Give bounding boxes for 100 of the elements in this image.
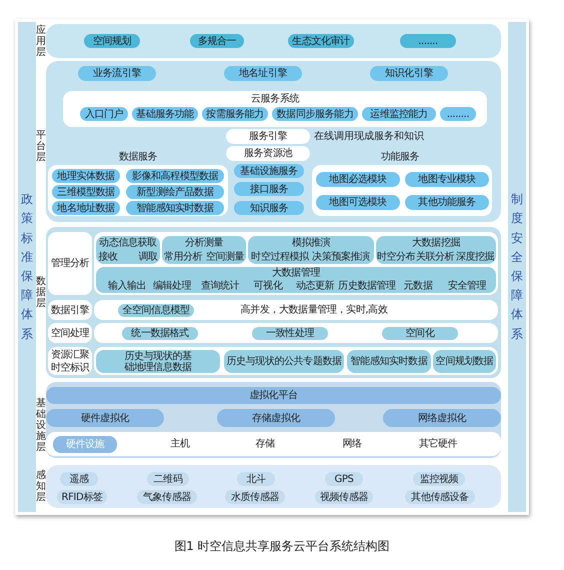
layer-panel — [46, 61, 501, 222]
item-pill: 影像和高程模型数据 — [126, 169, 224, 183]
item-pill: 历史与现状的公共专题数据 — [224, 350, 344, 373]
item-pill: 历史与现状的基础地理信息数据 — [96, 350, 220, 373]
item-text: 动态更新 — [296, 280, 334, 292]
item-pill: 知识服务 — [234, 201, 304, 215]
item-pill: 按需服务能力 — [202, 107, 268, 121]
item-pill: 统一数据格式 — [122, 327, 198, 340]
item-text: 关联分析 — [416, 252, 454, 262]
category-block — [376, 236, 496, 264]
item-pill: 全空间信息模型 — [118, 304, 194, 317]
group-panel — [94, 323, 498, 343]
item-text: 时空标识 — [50, 362, 90, 374]
layer-panel — [46, 465, 501, 508]
heading-text: 动态信息获取 — [99, 238, 157, 248]
heading-text: 模拟推演 — [292, 238, 330, 248]
layer-label: 感知层 — [36, 470, 46, 502]
item-text: 其它硬件 — [418, 438, 458, 450]
layer-panel — [46, 382, 501, 458]
item-pill: 多规合一 — [190, 34, 244, 48]
item-pill: 数据同步服务能力 — [272, 107, 358, 121]
item-pill: 服务引擎 — [226, 129, 310, 144]
heading-text: 大数据挖掘 — [412, 238, 460, 248]
item-text: 编辑处理 — [152, 280, 192, 292]
item-pill: 空间化 — [382, 327, 458, 340]
row-header: 空间处理 — [48, 323, 92, 343]
item-pill: 入口门户 — [80, 107, 128, 121]
item-text: 查询统计 — [200, 280, 240, 292]
item-pill: 地图必选模块 — [316, 172, 400, 187]
item-pill: 气象传感器 — [137, 490, 197, 504]
item-pill: 视频传感器 — [315, 490, 373, 504]
item-text: 深度挖掘 — [456, 252, 494, 262]
item-pill: 硬件设施 — [53, 436, 117, 453]
item-pill: 遥感 — [60, 472, 98, 486]
heading-text: 分析测量 — [184, 238, 224, 248]
row-header: 数据引擎 — [48, 300, 92, 320]
item-text: 历史数据管理 — [338, 280, 396, 292]
group-panel — [94, 232, 498, 295]
item-text: 元数据 — [404, 280, 432, 292]
row-header — [48, 347, 92, 375]
item-text: 空间测量 — [206, 252, 244, 262]
group-panel — [46, 432, 501, 456]
item-pill: 接口服务 — [234, 182, 304, 196]
layer-panel — [46, 24, 501, 58]
category-block — [96, 236, 160, 264]
item-pill: 其他功能服务 — [405, 195, 489, 210]
group-panel — [94, 300, 498, 320]
item-pill: ........ — [440, 107, 476, 121]
category-block — [96, 267, 496, 293]
item-pill: 地理实体数据 — [52, 169, 120, 183]
layer-panel — [46, 227, 501, 378]
item-text: 网络 — [342, 438, 362, 450]
category-block — [248, 236, 374, 264]
item-pill: 空间规划数据 — [433, 350, 496, 373]
item-text: 可视化 — [254, 280, 282, 292]
item-pill: 智能感知实时数据 — [126, 201, 224, 215]
item-pill: 一致性处理 — [252, 327, 328, 340]
item-pill: 新型测绘产品数据 — [126, 185, 224, 199]
item-pill: 服务资源池 — [226, 146, 310, 161]
item-pill: 地图可选模块 — [316, 195, 400, 210]
item-text: 常用分析 — [164, 252, 202, 262]
item-pill: 监控视频 — [413, 472, 465, 486]
item-pill: ....... — [400, 34, 456, 48]
item-pill: 业务流引擎 — [78, 66, 156, 81]
note-text: 在线调用现成服务和知识 — [314, 131, 424, 143]
item-pill: 二维码 — [147, 472, 189, 486]
item-pill: 地名址引擎 — [224, 66, 302, 81]
platform-bar: 虚拟化平台 — [46, 387, 501, 404]
layer-label: 数据层 — [36, 276, 46, 308]
item-text: 存储 — [255, 438, 275, 450]
item-text: 时空分布 — [376, 252, 416, 262]
figure-caption: 图1 时空信息共享服务云平台系统结构图 — [173, 538, 391, 555]
layer-label: 基础设施层 — [36, 398, 46, 452]
item-pill: 北斗 — [237, 472, 275, 486]
heading-text: 功能服务 — [380, 152, 420, 162]
item-pill: 三维模型数据 — [52, 185, 120, 199]
platform-bar: 网络虚拟化 — [383, 409, 501, 427]
platform-bar: 存储虚拟化 — [217, 409, 335, 427]
item-pill: 地名地址数据 — [52, 201, 120, 215]
item-pill: 知识化引擎 — [370, 66, 448, 81]
item-text: 决策预案推演 — [312, 252, 370, 262]
heading-text: 高并发，大数据量管理，实时,高效 — [240, 304, 388, 316]
item-text: 接收 — [98, 252, 118, 262]
item-pill: 运维监控能力 — [362, 107, 436, 121]
item-text: 时空过程模拟 — [251, 252, 309, 262]
item-pill: 空间规划 — [84, 34, 140, 48]
side-band: 制度安全保障体系 — [508, 22, 526, 512]
layer-label: 平台层 — [36, 130, 46, 162]
item-pill: 基础设施服务 — [234, 164, 304, 178]
category-block — [162, 236, 246, 264]
item-text: 安全管理 — [448, 280, 486, 292]
item-text: 调取 — [138, 252, 158, 262]
item-pill: RFID标签 — [57, 490, 107, 504]
side-band: 政策标准保障体系 — [18, 22, 36, 512]
item-pill: 水质传感器 — [225, 490, 285, 504]
item-pill: 其他传感设备 — [405, 490, 475, 504]
heading-text: 大数据管理 — [272, 268, 320, 278]
item-pill: GPS — [325, 472, 363, 486]
platform-bar: 硬件虚拟化 — [46, 409, 164, 427]
item-text: 输入输出 — [108, 280, 146, 292]
